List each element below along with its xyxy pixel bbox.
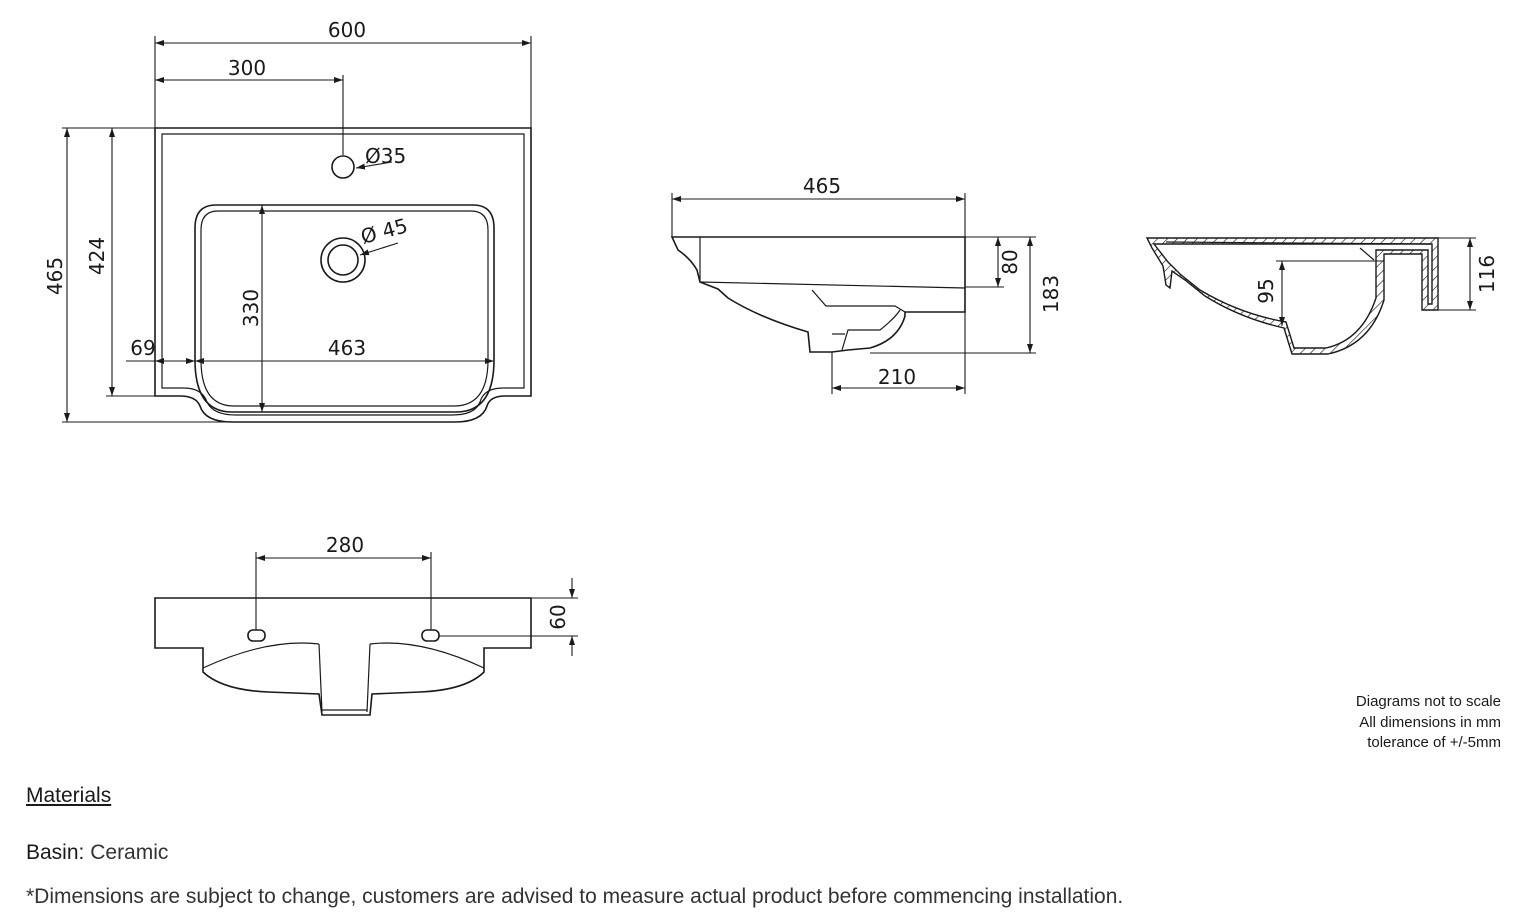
tap-hole	[331, 155, 355, 179]
dim-fixing-height: 60	[546, 604, 570, 629]
dim-section-height: 116	[1475, 255, 1499, 293]
basin-outline	[154, 127, 532, 423]
side-outline	[670, 236, 966, 353]
bowl-inner	[200, 210, 489, 407]
top-view: 600 300 Ø35 Ø 45 465 424 330 69 463	[43, 18, 532, 423]
note-line: Diagrams not to scale	[1355, 693, 1501, 710]
scale-notes: Diagrams not to scale All dimensions in …	[1356, 692, 1501, 754]
fixing-hole-right	[421, 629, 440, 642]
front-view: 280 60	[154, 533, 578, 716]
note-line: All dimensions in mm	[1359, 713, 1501, 731]
waste-hole-inner	[327, 244, 359, 276]
section-shell	[1145, 237, 1439, 355]
dim-bowl-width: 463	[328, 336, 366, 360]
dim-tap-offset: 300	[228, 56, 266, 80]
dim-depth: 465	[43, 257, 67, 295]
bowl-outline	[194, 204, 495, 413]
note-line: tolerance of +/-5mm	[1367, 734, 1501, 751]
waste-hole-outer	[320, 237, 366, 283]
dim-waste-hole: Ø 45	[358, 213, 410, 248]
dim-bowl-height: 95	[1254, 278, 1278, 303]
basin-material: Basin: Ceramic	[26, 841, 168, 865]
dim-tap-hole: Ø35	[365, 144, 406, 168]
dim-bowl-depth: 330	[239, 289, 263, 327]
fixing-hole-left	[247, 629, 266, 642]
dim-fixing-centres: 280	[326, 533, 364, 557]
dim-width: 600	[328, 18, 366, 42]
materials-heading: Materials	[26, 784, 112, 807]
basin-label: Basin:	[26, 841, 85, 864]
side-view: 465 80 183 210	[670, 174, 1063, 394]
dim-edge-offset: 69	[130, 336, 155, 360]
disclaimer: *Dimensions are subject to change, custo…	[26, 885, 1124, 908]
dim-rim-height: 80	[998, 249, 1022, 274]
dim-inner-depth: 424	[85, 237, 109, 275]
dim-waste-offset: 210	[878, 365, 916, 389]
basin-value: Ceramic	[90, 841, 169, 864]
section-view: 95 116	[1145, 237, 1499, 355]
front-outline	[154, 597, 532, 716]
dim-side-depth: 465	[803, 174, 841, 198]
dim-total-height: 183	[1039, 275, 1063, 313]
